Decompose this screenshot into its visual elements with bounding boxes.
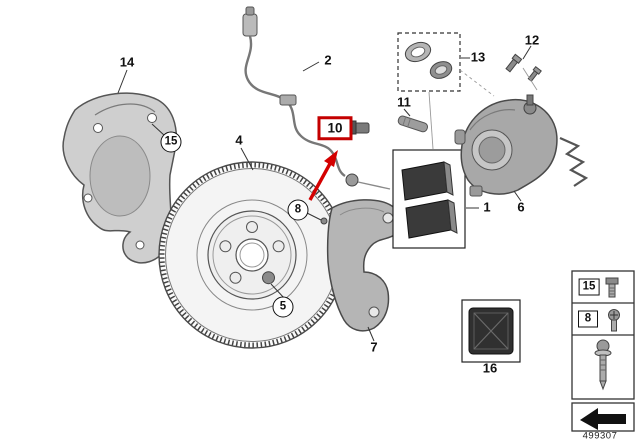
leader-lines (117, 45, 532, 342)
label-wheel-bolt[interactable]: 5 (272, 296, 294, 318)
grease-pack-drawing (461, 299, 521, 363)
label-bleeder-screws[interactable]: 12 (524, 32, 540, 48)
label-brake-disc[interactable]: 4 (235, 132, 243, 148)
highlight-arrow (308, 150, 338, 201)
bleeder-screws-drawing (505, 53, 542, 82)
label-grease-pack[interactable]: 16 (482, 360, 498, 376)
diagram-doc-number: 499307 (582, 430, 618, 442)
disc-set-screw-drawing (320, 217, 328, 225)
label-brake-pads[interactable]: 1 (483, 199, 491, 215)
assembly-lines (428, 67, 538, 150)
label-guide-pin[interactable]: 11 (397, 94, 411, 110)
hex-flange-bolt-icon (605, 277, 619, 298)
label-splash-shield[interactable]: 14 (119, 54, 135, 70)
retaining-spring-drawing (559, 136, 589, 187)
wheel-bolt-drawing (262, 271, 275, 285)
guide-bushing-drawing (351, 120, 370, 135)
label-repair-kit[interactable]: 13 (470, 49, 486, 65)
label-carrier[interactable]: 7 (370, 339, 378, 355)
legend-item-15: 15 (578, 278, 600, 296)
pan-head-screw-icon (608, 309, 620, 332)
label-caliper[interactable]: 6 (517, 199, 525, 215)
caliper-drawing (454, 94, 589, 197)
fastener-legend-panel (571, 270, 635, 432)
label-shield-bolt[interactable]: 15 (160, 131, 182, 153)
direction-arrow-icon (580, 408, 626, 430)
repair-kit-drawing (397, 32, 461, 92)
countersunk-screw-icon (594, 339, 612, 391)
brake-pads-drawing (392, 149, 466, 249)
label-sensor-wire[interactable]: 2 (324, 52, 332, 68)
legend-item-8: 8 (578, 310, 598, 328)
splash-shield-drawing (62, 92, 178, 264)
label-disc-screw[interactable]: 8 (287, 199, 309, 221)
sensor-wire-drawing (242, 6, 391, 190)
label-guide-bushing-highlighted[interactable]: 10 (317, 116, 353, 140)
guide-pin-drawing (397, 115, 428, 133)
carrier-drawing (326, 199, 402, 332)
